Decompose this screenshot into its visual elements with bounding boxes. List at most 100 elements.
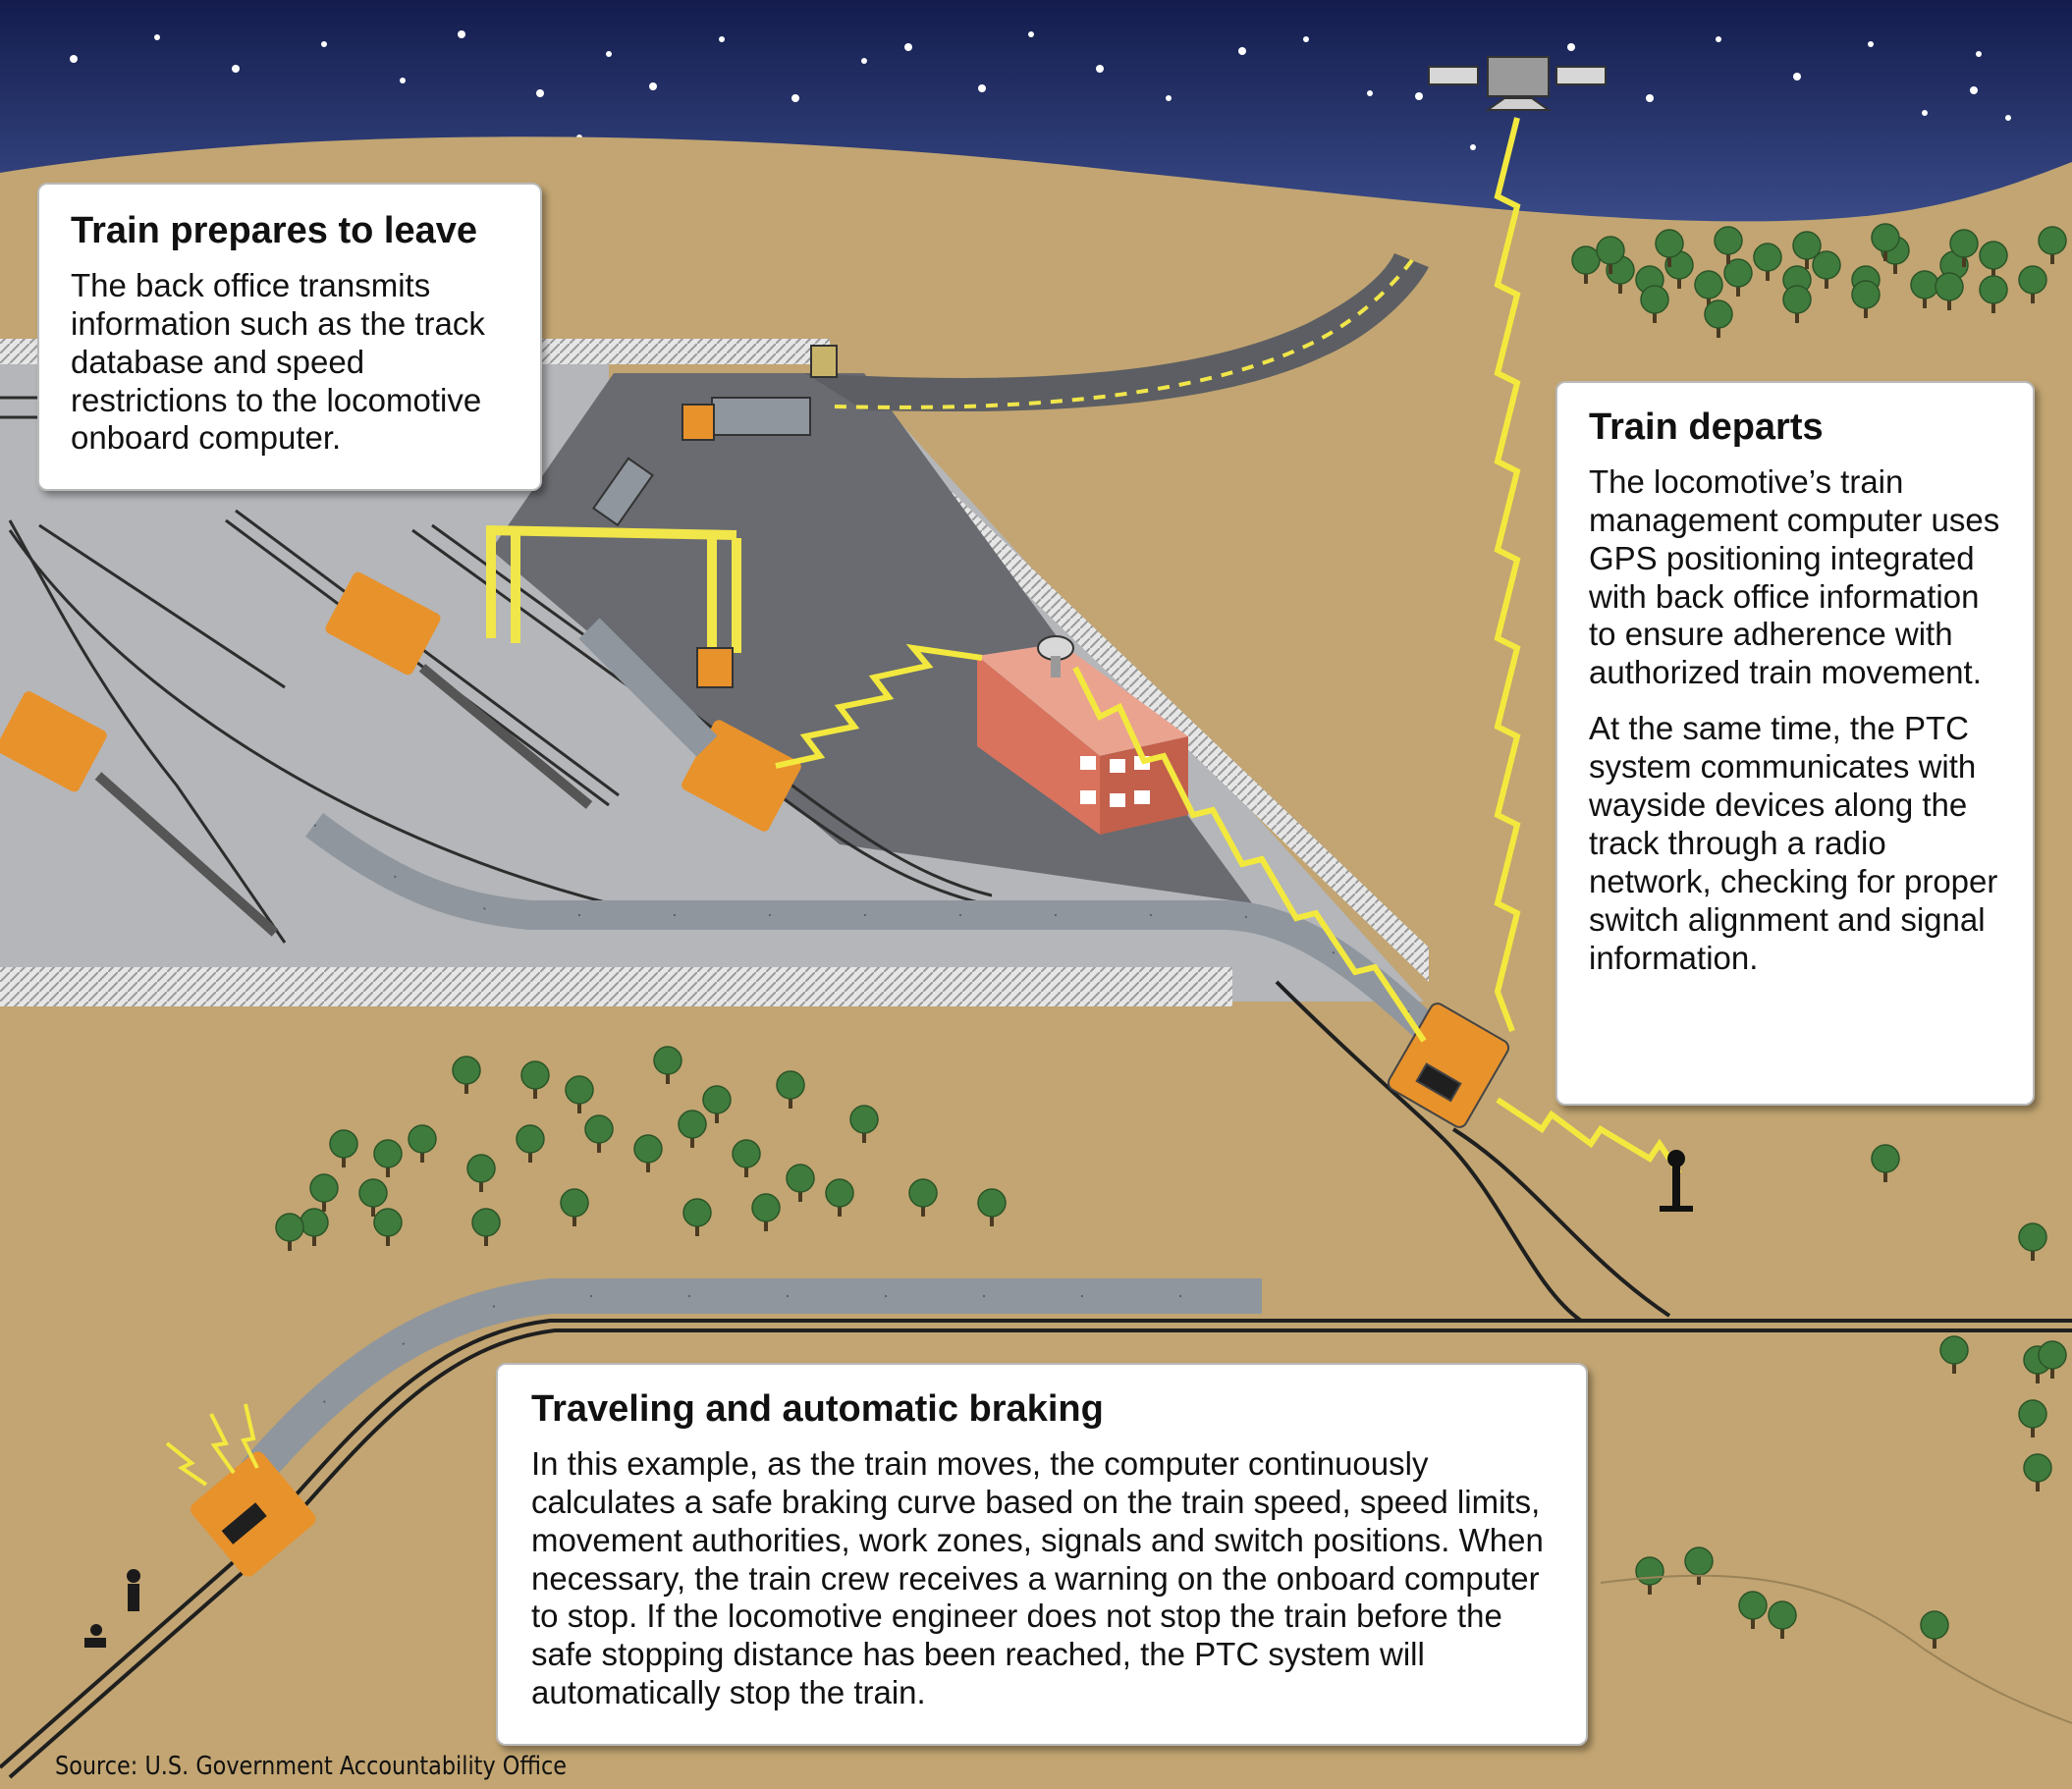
tree-trunk — [1952, 1360, 1956, 1374]
tree-trunk — [1780, 1625, 1784, 1639]
tree-trunk — [1697, 1571, 1701, 1585]
tree-trunk — [1766, 267, 1770, 281]
tree-trunk — [386, 1232, 390, 1246]
tree-canopy — [2018, 1399, 2047, 1429]
tree-canopy — [373, 1139, 403, 1168]
tree-canopy — [1949, 229, 1979, 258]
tree-canopy — [373, 1208, 403, 1237]
tree-canopy — [2018, 265, 2047, 295]
tree-trunk — [533, 1085, 537, 1099]
tree-canopy — [1753, 243, 1782, 272]
tree-trunk — [528, 1149, 532, 1163]
callout-title: Train prepares to leave — [71, 210, 477, 251]
tree-canopy — [1704, 299, 1733, 329]
signal-icon — [1660, 1150, 1693, 1212]
tree-trunk — [1883, 1168, 1887, 1182]
tree-trunk — [2050, 1365, 2054, 1379]
tree-trunk — [371, 1203, 375, 1217]
tree-canopy — [408, 1124, 437, 1154]
source-credit: Source: U.S. Government Accountability O… — [55, 1752, 568, 1781]
tree-trunk — [2031, 1424, 2035, 1437]
tree-trunk — [312, 1232, 316, 1246]
tree-trunk — [744, 1164, 748, 1177]
tree-trunk — [715, 1110, 719, 1123]
tree-canopy — [1920, 1610, 1949, 1640]
tree-trunk — [1584, 270, 1588, 284]
worker-icon — [84, 1569, 140, 1648]
tree-canopy — [516, 1124, 545, 1154]
tree-canopy — [633, 1134, 663, 1164]
tree-canopy — [1939, 1335, 1969, 1365]
trucks — [591, 397, 811, 688]
tree-canopy — [300, 1208, 329, 1237]
tree-trunk — [666, 1070, 670, 1084]
tree-canopy — [1723, 258, 1753, 288]
tree-canopy — [1714, 226, 1743, 255]
tree-canopy — [309, 1173, 339, 1203]
tree-canopy — [653, 1046, 682, 1075]
tree-canopy — [1596, 236, 1625, 265]
tree-trunk — [838, 1203, 842, 1217]
tree-trunk — [342, 1154, 346, 1167]
tree-trunk — [288, 1237, 292, 1251]
tree-canopy — [2038, 226, 2067, 255]
tree-canopy — [1935, 272, 1964, 301]
tree-trunk — [646, 1159, 650, 1172]
tree-trunk — [862, 1129, 866, 1143]
tree-trunk — [1923, 295, 1927, 308]
tree-canopy — [520, 1060, 550, 1090]
tree-canopy — [1694, 270, 1723, 299]
callout-body: The back office transmits information su… — [71, 266, 485, 457]
tree-canopy — [452, 1056, 481, 1085]
tree-trunk — [990, 1213, 994, 1226]
tree-trunk — [921, 1203, 925, 1217]
tree-trunk — [1933, 1635, 1936, 1649]
tree-trunk — [1795, 309, 1799, 323]
callout-body: At the same time, the PTC system communi… — [1589, 710, 1998, 976]
tree-trunk — [573, 1213, 576, 1226]
tree-trunk — [1653, 309, 1657, 323]
traveling-train — [191, 1278, 1262, 1577]
tree-canopy — [1871, 223, 1900, 252]
tree-trunk — [1751, 1615, 1755, 1629]
tree-canopy — [2023, 1453, 2052, 1483]
tree-canopy — [1640, 285, 1669, 314]
tree-canopy — [565, 1075, 594, 1105]
tree-canopy — [1655, 229, 1684, 258]
tree-canopy — [560, 1188, 589, 1218]
satellite-dish-icon — [1037, 635, 1074, 678]
gate-booth — [810, 345, 838, 378]
back-office-building — [977, 643, 1188, 835]
tree-canopy — [471, 1208, 501, 1237]
radio-signals — [775, 117, 1682, 1175]
tree-trunk — [1864, 304, 1868, 318]
tree-canopy — [849, 1105, 879, 1134]
tree-canopy — [702, 1085, 732, 1114]
tree-trunk — [2031, 290, 2035, 303]
tree-trunk — [1947, 297, 1951, 310]
tree-trunk — [1893, 260, 1897, 274]
tree-trunk — [1707, 295, 1711, 308]
tree-trunk — [1677, 275, 1681, 289]
tree-trunk — [1717, 324, 1720, 338]
tree-trunk — [1736, 283, 1740, 297]
tree-trunk — [597, 1139, 601, 1153]
tree-canopy — [1979, 241, 2008, 270]
callout-train-departs: Train departs The locomotive’s train man… — [1555, 381, 2035, 1106]
tree-canopy — [1738, 1591, 1768, 1620]
tree-trunk — [1618, 280, 1622, 294]
tree-canopy — [1792, 231, 1822, 260]
tree-trunk — [1726, 250, 1730, 264]
callout-train-prepares: Train prepares to leave The back office … — [37, 183, 542, 491]
tree-trunk — [386, 1164, 390, 1177]
hill-line — [1600, 1574, 2072, 1724]
tree-canopy — [358, 1178, 388, 1208]
tree-trunk — [690, 1134, 694, 1148]
tree-trunk — [484, 1232, 488, 1246]
tree-trunk — [1805, 255, 1809, 269]
trees — [275, 223, 2067, 1649]
tree-canopy — [329, 1129, 358, 1159]
tree-trunk — [464, 1080, 468, 1094]
callout-title: Train departs — [1589, 407, 1824, 448]
